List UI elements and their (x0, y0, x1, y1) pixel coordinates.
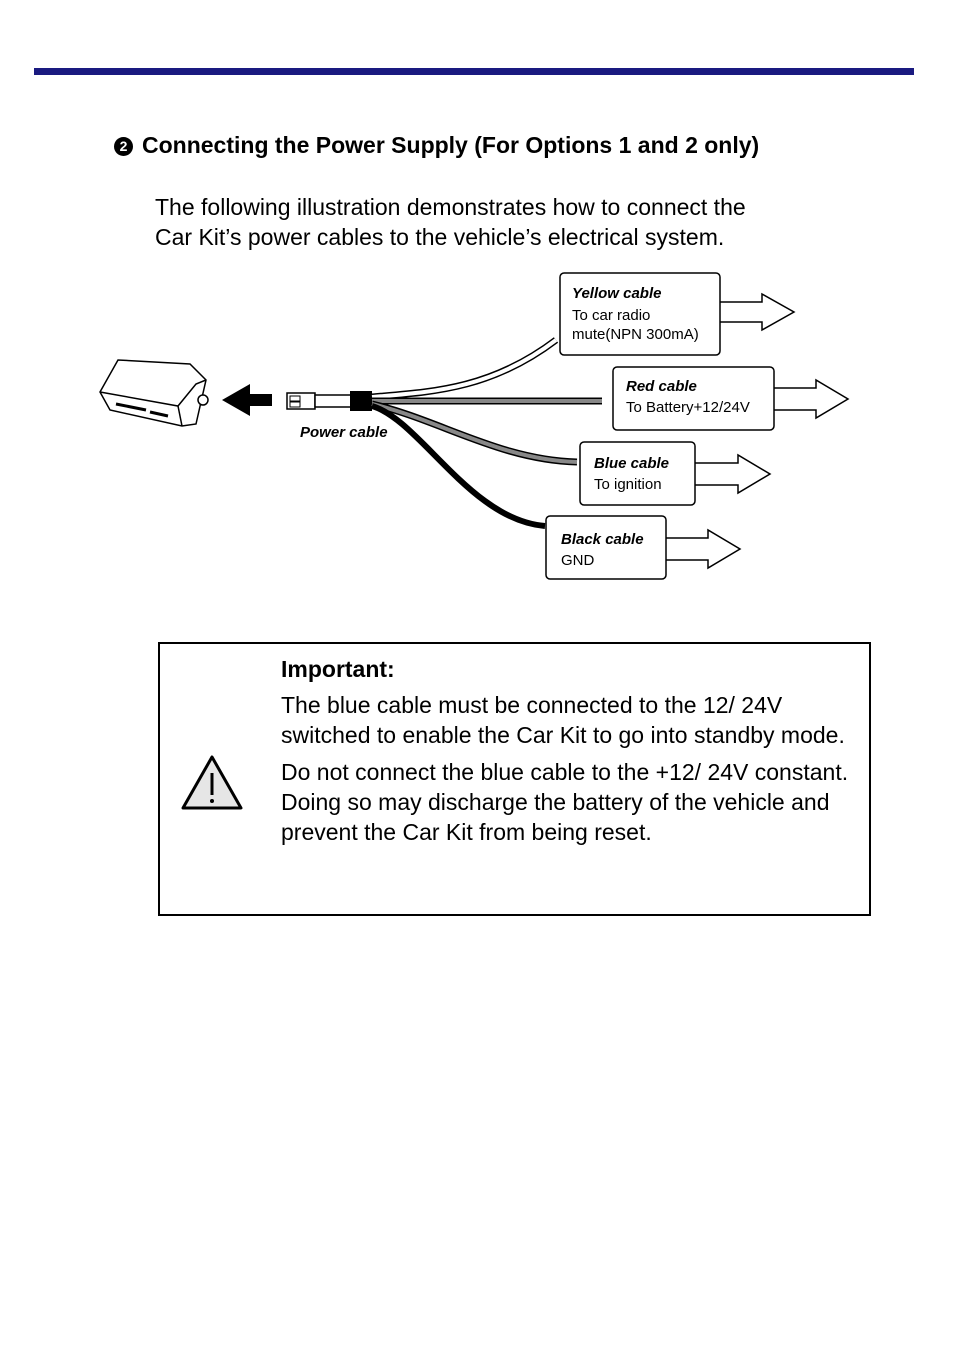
arrow-right-icon (720, 292, 796, 332)
section-heading-text: Connecting the Power Supply (For Options… (142, 132, 760, 158)
note-paragraph-1: The blue cable must be connected to the … (281, 692, 845, 748)
black-cable-title: Black cable (561, 531, 644, 548)
yellow-cable-desc-line-2: mute(NPN 300mA) (572, 326, 699, 343)
arrow-right-icon (774, 378, 850, 420)
warning-triangle-icon (181, 755, 243, 810)
arrow-right-icon (666, 528, 742, 570)
blue-cable-title: Blue cable (594, 455, 669, 472)
note-title: Important: (281, 656, 395, 682)
yellow-cable-title: Yellow cable (572, 285, 661, 302)
red-cable-callout: Red cable To Battery+12/24V (612, 366, 850, 431)
yellow-cable-callout: Yellow cable To car radio mute(NPN 300mA… (559, 272, 796, 356)
blue-cable-callout: Blue cable To ignition (579, 441, 772, 506)
cable-bundle (371, 337, 602, 529)
red-cable-title: Red cable (626, 378, 697, 395)
blue-cable-desc: To ignition (594, 476, 662, 493)
section-number-badge: 2 (114, 137, 133, 156)
wiring-diagram: Power cable Yellow cable To car radio mu… (99, 272, 850, 580)
power-cable-label: Power cable (300, 424, 388, 441)
car-kit-device-icon (99, 359, 209, 427)
red-cable-desc: To Battery+12/24V (626, 399, 750, 416)
black-cable-desc: GND (561, 552, 595, 569)
arrow-right-icon (695, 453, 772, 495)
intro-paragraph: The following illustration demonstrates … (155, 192, 855, 252)
arrow-left-icon (222, 384, 272, 416)
section-heading: 2 Connecting the Power Supply (For Option… (114, 132, 759, 159)
intro-line-2: Car Kit’s power cables to the vehicle’s … (155, 224, 725, 250)
yellow-cable-desc-line-1: To car radio (572, 307, 650, 324)
power-connector-icon (286, 391, 372, 411)
note-paragraph-2: Do not connect the blue cable to the +12… (281, 759, 849, 845)
top-rule (34, 68, 914, 75)
important-note-box: Important: The blue cable must be connec… (158, 642, 871, 916)
black-cable-callout: Black cable GND (545, 515, 742, 580)
intro-line-1: The following illustration demonstrates … (155, 194, 746, 220)
